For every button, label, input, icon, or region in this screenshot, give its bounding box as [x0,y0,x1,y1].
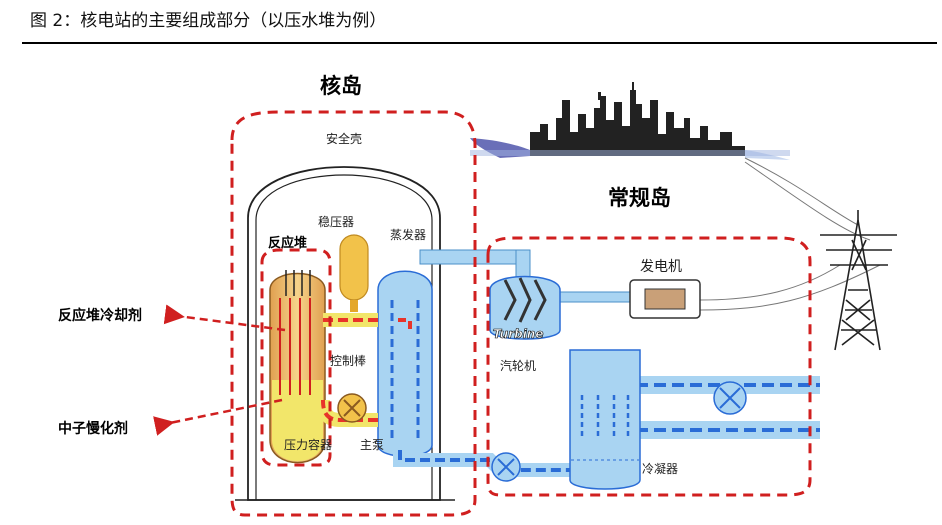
label-moderator: 中子慢化剂 [58,421,128,437]
label-condenser: 冷凝器 [642,462,679,476]
turbine [489,275,561,340]
pressurizer [339,234,369,312]
transmission-tower [820,210,897,351]
region-outlines [230,110,812,517]
label-control-rods: 控制棒 [330,354,367,368]
primary-loop [316,313,412,427]
label-pressure-vessel: 压力容器 [284,438,333,452]
label-nuclear-island: 核岛 [320,74,362,98]
reactor-outline [260,248,332,467]
figure-caption: 图 2：核电站的主要组成部分（以压水堆为例） [30,11,387,31]
condenser [569,349,641,490]
power-lines [699,157,881,311]
feed-pump [491,452,521,482]
label-generator: 发电机 [640,259,682,275]
label-steam-generator: 蒸发器 [390,228,427,242]
generator [629,279,701,319]
label-containment: 安全壳 [326,132,363,146]
nuclear-island-outline [230,110,477,517]
label-pressurizer: 稳压器 [318,215,355,229]
cooling-pump [713,381,747,415]
label-main-pump: 主泵 [360,438,385,452]
city-skyline [530,82,745,156]
label-turbine: 汽轮机 [500,359,537,373]
annotation-arrows [153,304,286,436]
label-reactor-coolant: 反应堆冷却剂 [58,308,142,324]
steam-generator [377,270,433,457]
reactor-vessel [269,270,326,464]
caption-rule [22,42,937,44]
conventional-island-outline [486,236,812,497]
label-conventional-island: 常规岛 [608,186,671,210]
main-pump [337,393,367,423]
label-turbine-text: Turbine [493,327,544,342]
label-reactor: 反应堆 [268,236,308,251]
